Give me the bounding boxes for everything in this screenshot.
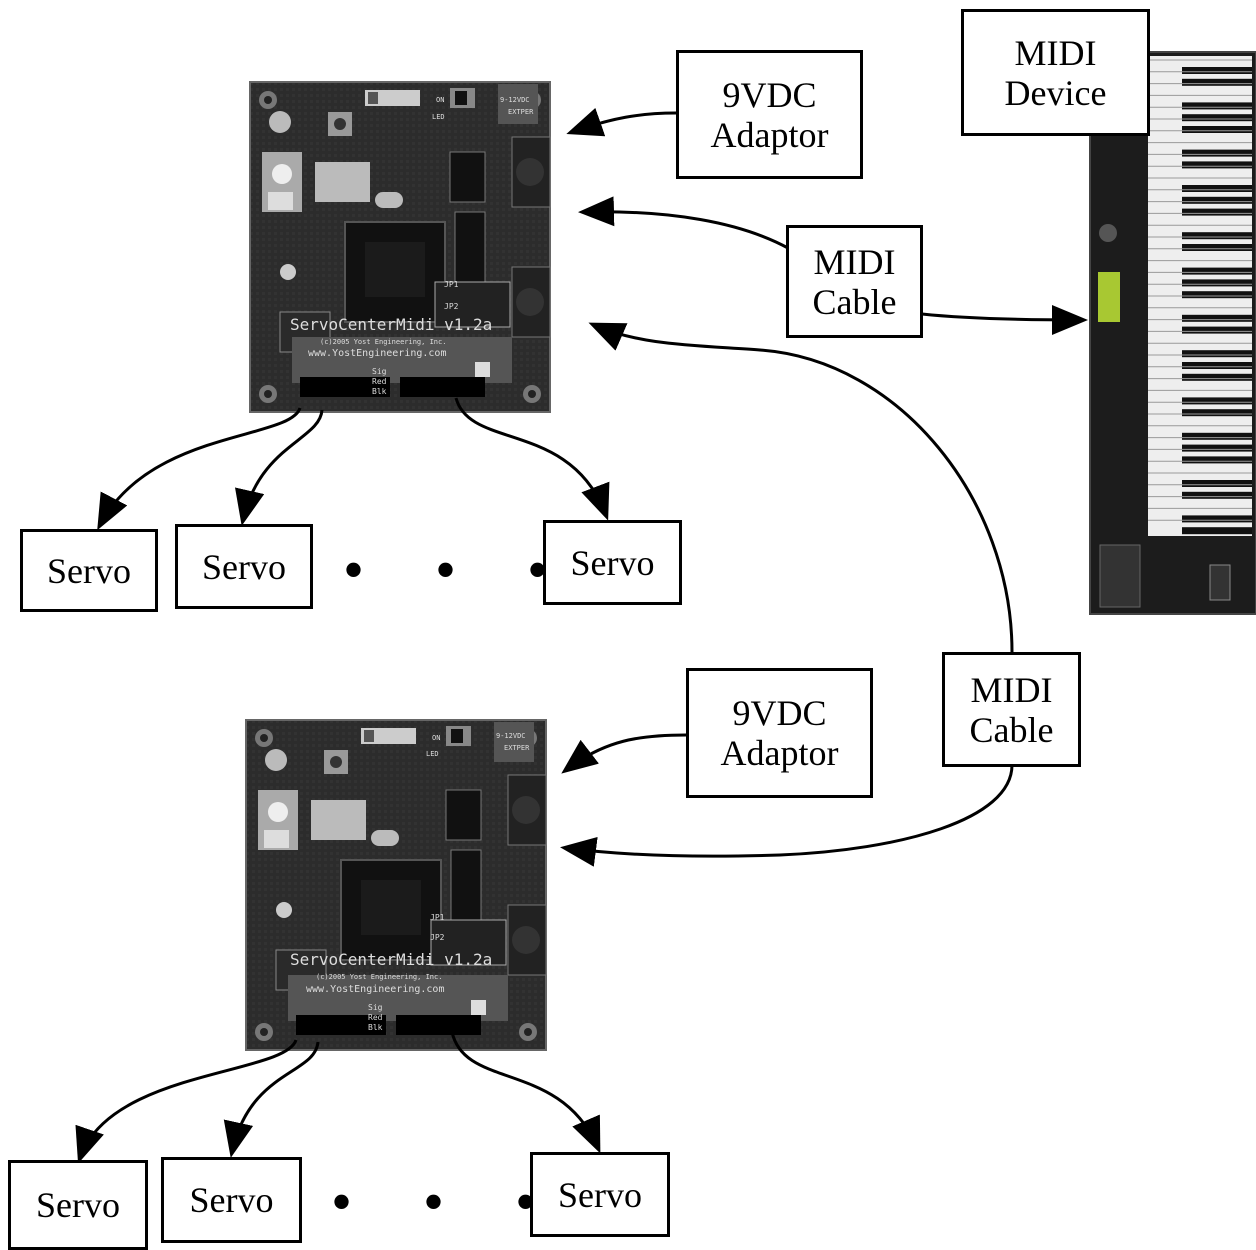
black-key [1182,350,1252,358]
board-2-jp1-label: JP1 [430,913,445,922]
board-1-on-label: ON [436,96,444,104]
board-2-title: ServoCenterMidi v1.2a [290,950,492,969]
black-key [1182,444,1252,452]
black-key [1182,409,1252,417]
midi-cable-1-to-device-arrow [921,304,1088,335]
board-1-servo-3-box: Servo [543,520,682,605]
board-2-jp2-label: JP2 [430,933,445,942]
board-1-title: ServoCenterMidi v1.2a [290,315,492,334]
board-2-servo-2-box: Servo [161,1157,302,1243]
midi-cable-1-box: MIDI Cable [786,225,923,338]
board-1-servo-1-wire [97,407,302,531]
black-key [1182,456,1252,464]
black-key [1182,267,1252,275]
midi-cable-2-box: MIDI Cable [942,652,1081,767]
adaptor-2-box: 9VDC Adaptor [686,668,873,798]
board-1-power-label: 9-12VDC [500,96,530,104]
black-key [1182,314,1252,322]
board-2-led-label: LED [426,750,439,758]
black-key [1182,362,1252,369]
board-2-more-servos-ellipsis: • • • [331,1169,565,1235]
black-key [1182,126,1252,133]
black-key [1182,527,1252,535]
board-2-power-label: 9-12VDC [496,732,526,740]
midi-keyboard-illustration [1089,51,1256,615]
midi-cable-2-to-board-2-arrow [560,764,1014,867]
servo-controller-board-1 [249,81,551,413]
midi-device-box: MIDI Device [961,9,1150,136]
black-key [1182,78,1252,86]
adaptor-2-power-arrow [561,733,687,774]
black-key [1182,161,1252,169]
black-key [1182,397,1252,405]
black-key [1182,515,1252,523]
board-1-jp1-label: JP1 [444,280,459,289]
keyboard-display [1098,272,1120,322]
board-1-copyright: (c)2005 Yost Engineering, Inc. [320,338,446,346]
black-key [1182,232,1252,240]
black-key [1182,373,1252,381]
board-2-copyright: (c)2005 Yost Engineering, Inc. [316,973,442,981]
black-key [1182,244,1252,251]
board-2-red-label: Red [368,1013,383,1022]
black-key [1182,114,1252,122]
board-2-servo-1-wire [75,1039,298,1164]
board-2-servo-3-box: Servo [530,1152,670,1237]
black-key [1182,149,1252,157]
board-1-url: www.YostEngineering.com [308,348,446,359]
board-1-servo-2-box: Servo [175,524,313,609]
board-2-servo-1-box: Servo [8,1160,148,1250]
board-2-blk-label: Blk [368,1023,383,1032]
board-1-blk-label: Blk [372,387,387,396]
black-key [1182,196,1252,204]
black-key [1182,291,1252,299]
black-key [1182,491,1252,499]
black-key [1182,185,1252,192]
black-key [1182,432,1252,440]
board-1-more-servos-ellipsis: • • • [343,537,577,603]
black-key [1182,208,1252,216]
board-1-servo-2-wire [235,409,324,526]
midi-cable-2-to-board-1-arrow [588,322,1014,653]
black-key [1182,480,1252,487]
keyboard-black-keys [1148,59,1252,535]
black-key [1182,67,1252,74]
board-2-sig-label: Sig [368,1003,383,1012]
board-2-ext-label: EXTPER [504,744,530,752]
adaptor-1-power-arrow [566,107,677,137]
board-1-ext-label: EXTPER [508,108,534,116]
board-1-jp2-label: JP2 [444,302,459,311]
board-2-servo-2-wire [223,1041,320,1158]
board-1-red-label: Red [372,377,387,386]
black-key [1182,279,1252,287]
board-1-sig-label: Sig [372,367,387,376]
board-1-servo-3-wire [454,397,610,521]
adaptor-1-box: 9VDC Adaptor [676,50,863,179]
black-key [1182,326,1252,334]
board-1-servo-1-box: Servo [20,529,158,612]
black-key [1182,102,1252,110]
midi-cable-1-to-board-1-arrow [578,196,789,250]
servo-controller-board-2 [245,719,547,1051]
board-2-url: www.YostEngineering.com [306,984,444,995]
board-2-servo-3-wire [450,1031,601,1154]
board-1-led-label: LED [432,113,445,121]
board-2-on-label: ON [432,734,440,742]
